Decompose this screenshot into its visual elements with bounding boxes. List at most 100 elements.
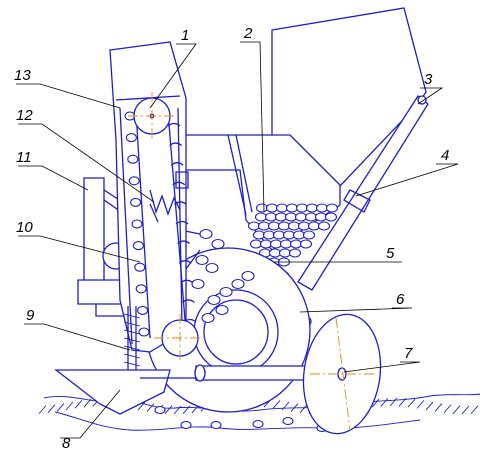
hatch-stroke — [65, 401, 74, 411]
hatch-stroke — [470, 405, 479, 415]
hatch-stroke — [299, 404, 308, 414]
tuber — [254, 212, 268, 222]
cup-tuber — [134, 262, 146, 272]
tuber — [255, 203, 269, 213]
hatch-stroke — [434, 403, 443, 412]
callout-12: 12 — [16, 107, 33, 124]
tuber — [262, 230, 276, 240]
tuber — [317, 221, 331, 231]
cup — [180, 279, 194, 284]
cup — [177, 240, 191, 245]
tuber — [314, 212, 328, 222]
hatch-stroke — [398, 397, 407, 407]
callout-11: 11 — [16, 149, 32, 166]
elevator-belt — [124, 111, 197, 339]
callout-9: 9 — [26, 307, 35, 324]
hatch-stroke — [452, 405, 461, 414]
callout-8: 8 — [62, 435, 71, 452]
callout-13: 13 — [14, 67, 31, 84]
tuber — [287, 221, 301, 231]
tuber — [299, 239, 313, 249]
callout-10: 10 — [16, 219, 33, 236]
cup — [172, 181, 186, 186]
cup-tuber — [138, 327, 150, 337]
covering-disc — [302, 313, 382, 435]
cup-tuber — [135, 284, 147, 294]
hatch-stroke — [371, 398, 380, 408]
tuber — [275, 203, 289, 213]
tuber — [272, 230, 286, 240]
hatch-stroke — [380, 398, 389, 407]
tuber — [259, 239, 273, 249]
tuber — [282, 230, 296, 240]
hatch-stroke — [416, 400, 425, 409]
tuber — [264, 212, 278, 222]
tuber — [279, 239, 293, 249]
cup-tuber — [131, 219, 143, 229]
tuber — [305, 203, 319, 213]
tuber — [304, 212, 318, 222]
cup-tuber — [125, 133, 137, 143]
tuber — [295, 203, 309, 213]
callout-1: 1 — [181, 27, 189, 44]
tubers-on-disc — [191, 228, 255, 324]
hatch-stroke — [389, 397, 398, 407]
hatch-stroke — [38, 405, 47, 414]
tuber-pile — [247, 203, 339, 267]
cup-tuber — [128, 176, 140, 186]
bottom-sprocket — [154, 314, 206, 362]
tuber — [252, 230, 266, 240]
callout-labels: 1 2 3 4 5 6 7 8 9 10 11 12 13 — [14, 25, 449, 452]
cup-tuber — [127, 154, 139, 164]
hatch-stroke — [461, 405, 470, 415]
callout-7: 7 — [404, 345, 413, 362]
tuber — [324, 212, 338, 222]
tuber — [294, 212, 308, 222]
hatch-stroke — [146, 403, 155, 412]
cup-tuber — [137, 305, 149, 315]
hatch-stroke — [272, 400, 281, 409]
tuber — [274, 212, 288, 222]
tuber — [257, 221, 271, 231]
tuber — [302, 230, 316, 240]
tuber — [289, 239, 303, 249]
hatch-stroke — [173, 405, 182, 415]
tuber — [277, 221, 291, 231]
top-sprocket — [128, 92, 178, 140]
hatch-stroke — [425, 401, 434, 411]
cup-tuber — [130, 197, 142, 207]
leader-lines — [16, 41, 459, 439]
callout-5: 5 — [386, 245, 395, 262]
cup — [175, 220, 189, 225]
tuber — [247, 221, 261, 231]
coil-spring — [123, 306, 141, 376]
tuber — [288, 248, 302, 258]
tuber — [285, 203, 299, 213]
callout-4: 4 — [441, 147, 449, 164]
cup — [167, 122, 181, 127]
callout-6: 6 — [396, 291, 405, 308]
agitator-spring — [149, 171, 189, 223]
hatch-stroke — [83, 398, 92, 408]
hopper-support-arm — [297, 95, 429, 291]
hatch-stroke — [407, 398, 416, 408]
hatch-stroke — [47, 404, 56, 414]
tuber — [325, 203, 339, 213]
furrow-opener — [54, 369, 196, 415]
cup — [178, 260, 192, 264]
cup-tuber — [132, 241, 144, 251]
hatch-stroke — [137, 401, 146, 411]
callout-2: 2 — [243, 25, 253, 42]
tuber — [278, 248, 292, 258]
cup — [170, 162, 184, 166]
hatch-stroke — [281, 401, 290, 411]
hatch-stroke — [182, 405, 191, 414]
tuber — [297, 221, 311, 231]
tuber — [249, 239, 263, 249]
hatch-stroke — [164, 405, 173, 415]
tuber — [292, 230, 306, 240]
tuber — [284, 212, 298, 222]
hatch-stroke — [290, 403, 299, 412]
